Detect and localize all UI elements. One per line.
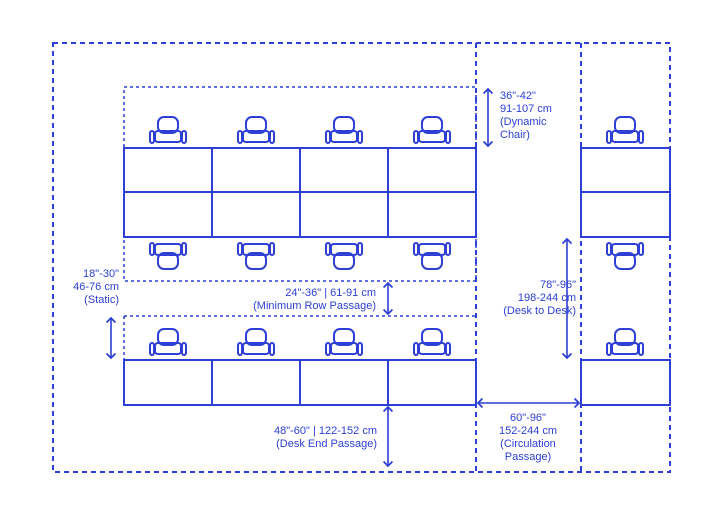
desk-block-bottom xyxy=(123,359,477,406)
clearance-zones xyxy=(123,86,477,360)
chairs-facing-row xyxy=(149,242,451,270)
label-dynamic-chair: 36"-42" 91-107 cm (Dynamic Chair) xyxy=(500,90,552,141)
text-line: 48"-60" | 122-152 cm xyxy=(274,425,377,437)
text-line: 46-76 cm xyxy=(73,281,119,293)
text-line: Passage) xyxy=(505,451,551,463)
desk-block-top xyxy=(123,147,477,238)
text-line: (Dynamic xyxy=(500,116,547,128)
dimension-arrows xyxy=(105,87,581,468)
text-line: 24"-36" | 61-91 cm xyxy=(285,287,376,299)
text-line: (Desk End Passage) xyxy=(276,438,377,450)
text-line: 152-244 cm xyxy=(499,425,557,437)
text-line: 36"-42" xyxy=(500,90,536,102)
label-desk-end-passage: 48"-60" | 122-152 cm (Desk End Passage) xyxy=(274,425,377,450)
text-line: (Desk to Desk) xyxy=(503,305,576,317)
text-line: 91-107 cm xyxy=(500,103,552,115)
label-static: 18"-30" 46-76 cm (Static) xyxy=(73,268,119,306)
text-line: (Circulation xyxy=(500,438,556,450)
label-desk-to-desk: 78"-96" 198-244 cm (Desk to Desk) xyxy=(503,279,576,317)
text-line: 60"-96" xyxy=(510,412,546,424)
text-line: (Minimum Row Passage) xyxy=(253,300,376,312)
chairs-top-row xyxy=(149,116,451,144)
chairs-bottom-row xyxy=(149,328,451,356)
text-line: 18"-30" xyxy=(83,268,119,280)
text-line: 78"-96" xyxy=(540,279,576,291)
text-line: Chair) xyxy=(500,129,530,141)
desk-block-right xyxy=(580,147,671,406)
label-circulation-passage: 60"-96" 152-244 cm (Circulation Passage) xyxy=(499,412,557,463)
label-min-row-passage: 24"-36" | 61-91 cm (Minimum Row Passage) xyxy=(253,287,376,312)
text-line: (Static) xyxy=(84,294,119,306)
text-line: 198-244 cm xyxy=(518,292,576,304)
room-boundary xyxy=(52,42,671,473)
